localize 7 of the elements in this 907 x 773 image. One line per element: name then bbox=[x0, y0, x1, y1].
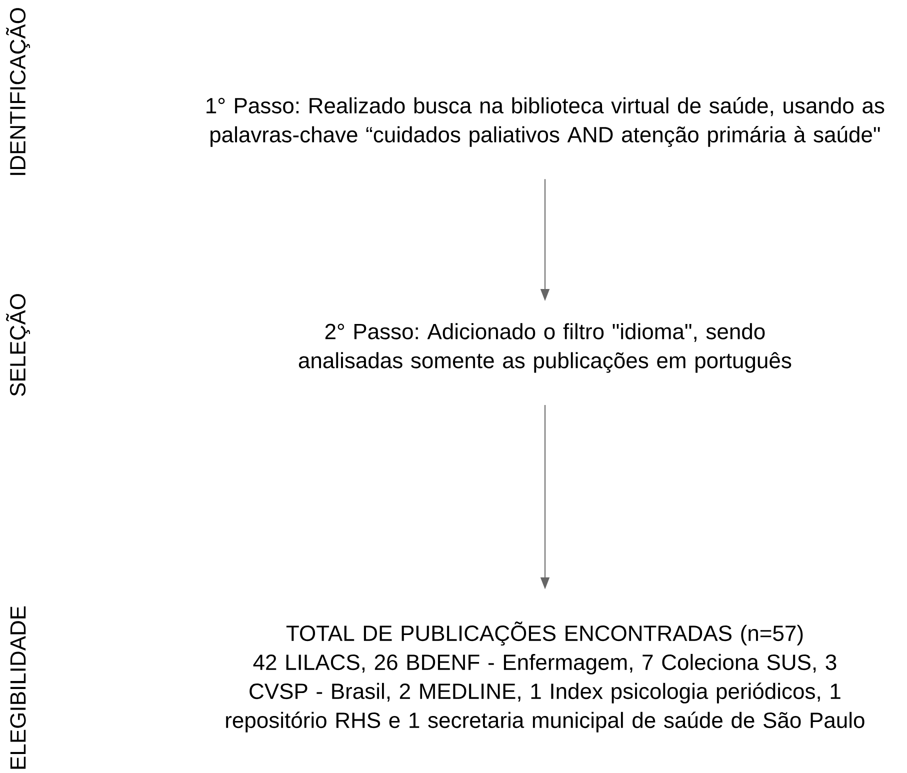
stage-label: IDENTIFICAÇÃO bbox=[6, 8, 30, 175]
heading: TOTAL DE PUBLICAÇÕES ENCONTRADAS (n=57) bbox=[286, 622, 803, 646]
stage-label: SELEÇÃO bbox=[6, 294, 30, 396]
step-text: 2° Passo: Adicionado o filtro "idioma", sendo analisadas somente as publicações em português bbox=[298, 323, 792, 373]
stage-label: ELEGIBILIDADE bbox=[10, 606, 26, 769]
step-text: 42 LILACS, 26 BDENF - Enfermagem, 7 Coleciona SUS, 3 CVSP - Brasil, 2 MEDLINE, 1 Index psicologia periódicos, 1 repositório RHS e 1 secretaria municipal de saúde de São Paulo bbox=[226, 654, 864, 732]
step-text: 1° Passo: Realizado busca na biblioteca virtual de saúde, usando as palavras-chave “cuidados paliativos AND atenção primária à saúde" bbox=[206, 97, 884, 147]
